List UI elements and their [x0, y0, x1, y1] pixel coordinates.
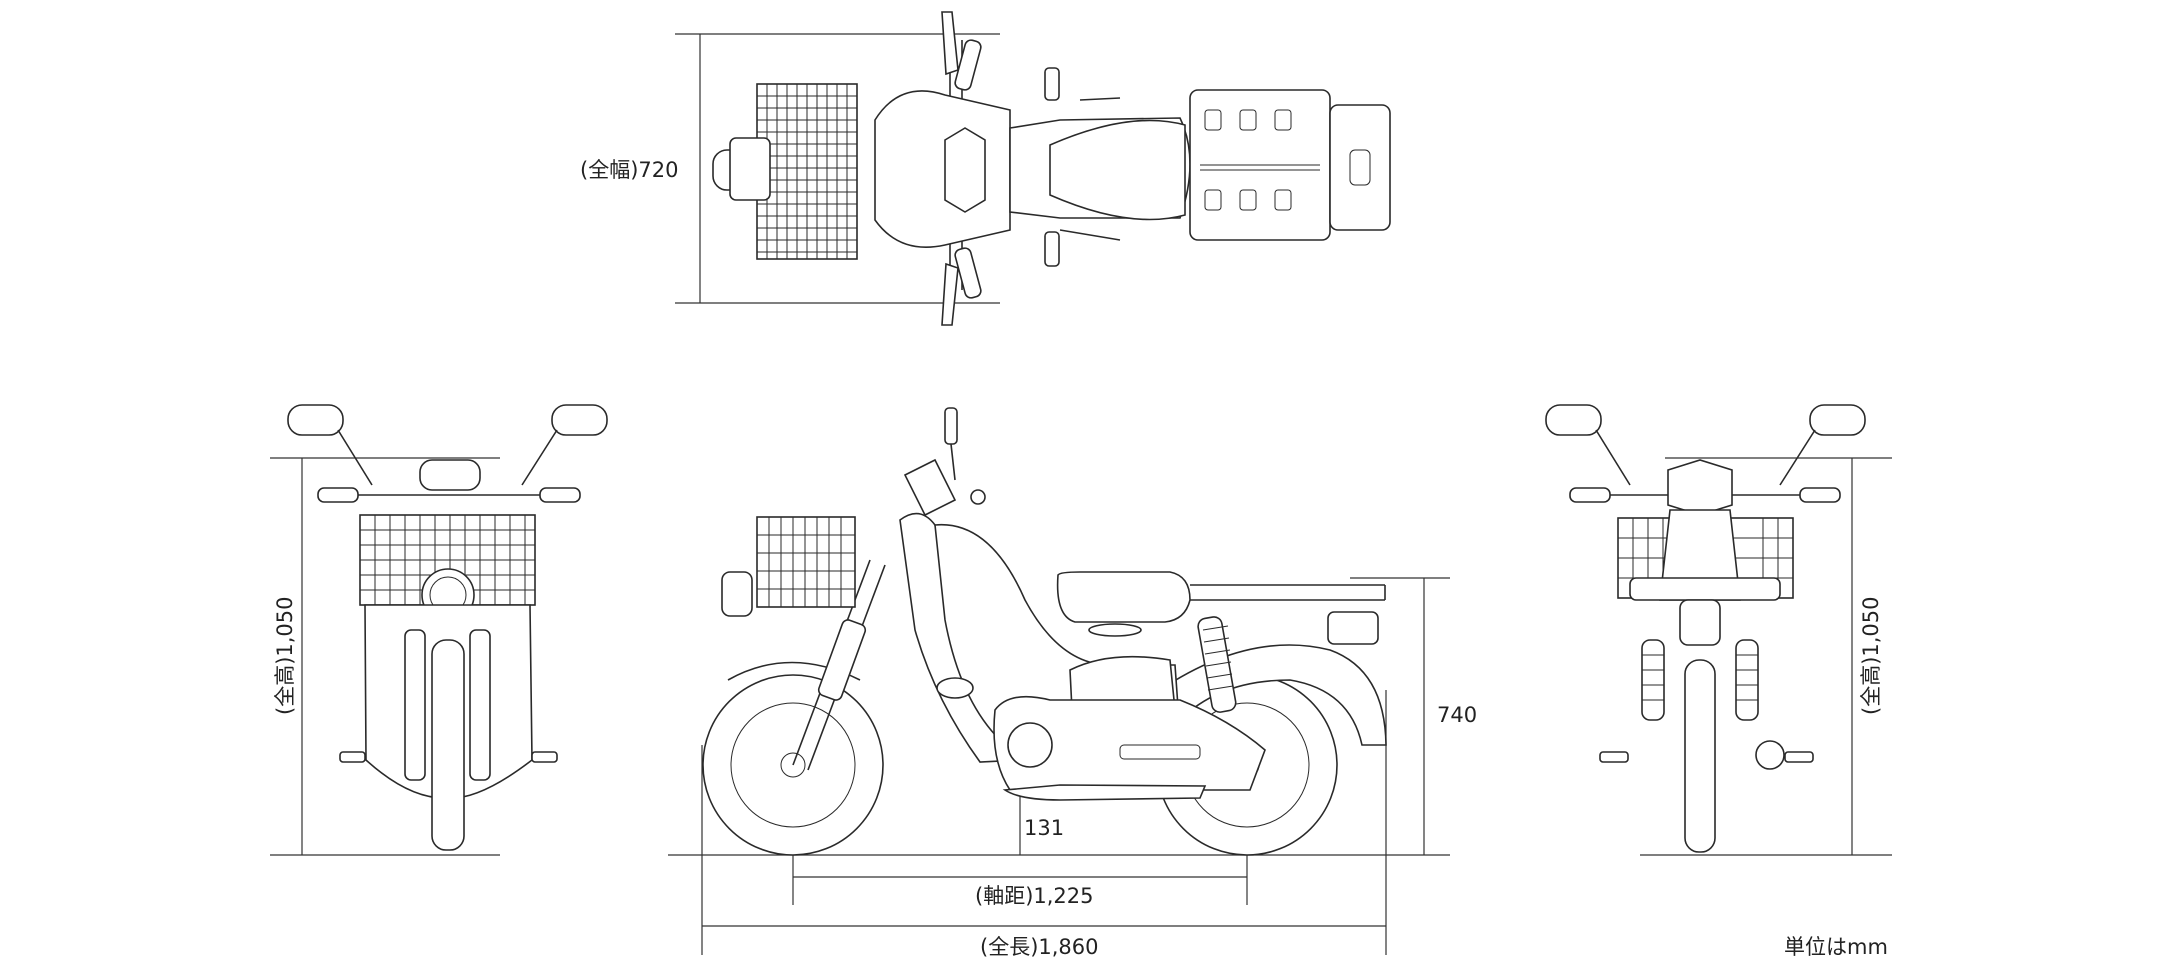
seat-height-label: 740	[1437, 703, 1477, 727]
top-view: (全幅)720	[580, 11, 1391, 326]
wheelbase-label: (軸距)1,225	[975, 884, 1094, 908]
height-label-front: (全高)1,050	[273, 596, 297, 715]
rear-view: (全高)1,050	[1545, 404, 1892, 856]
overall-length-label: (全長)1,860	[980, 935, 1099, 959]
unit-note: 単位はmm	[1784, 935, 1888, 959]
ground-clearance-label: 131	[1024, 816, 1064, 840]
top-basket	[756, 83, 858, 260]
height-label-rear: (全高)1,050	[1859, 596, 1883, 715]
overall-width-label: (全幅)720	[580, 158, 678, 182]
front-view: (全高)1,050	[270, 404, 608, 856]
side-view: 740 131 (軸距)1,225 (全長)1,860	[668, 407, 1477, 959]
